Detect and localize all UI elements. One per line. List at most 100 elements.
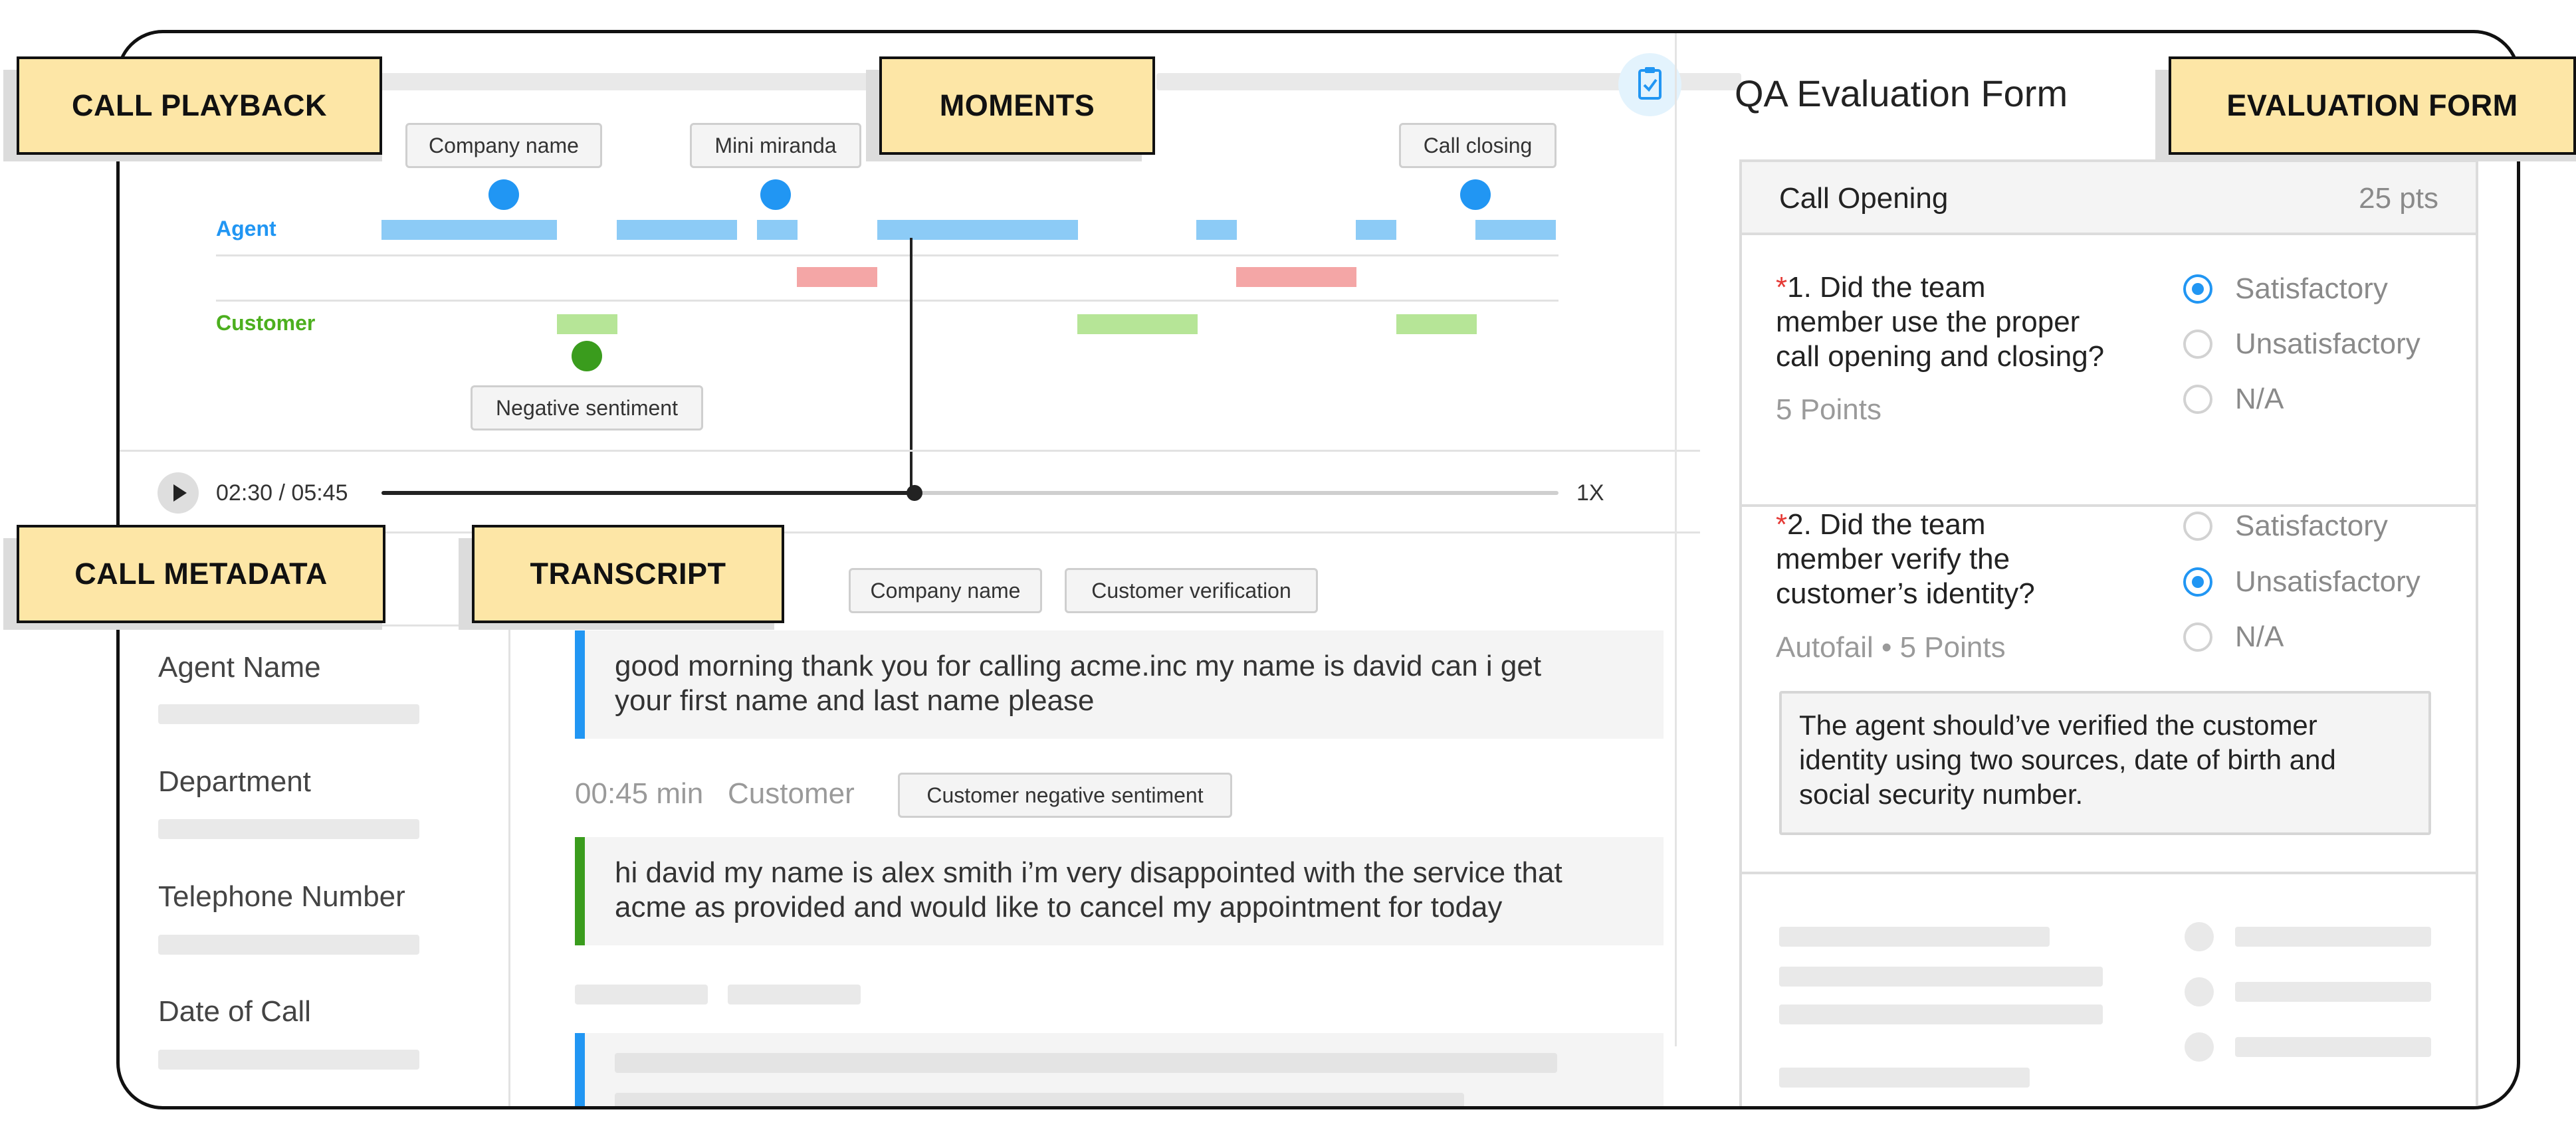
metadata-value-placeholder <box>158 935 419 955</box>
agent-speech-segment <box>617 220 737 240</box>
agent-indicator-bar <box>575 630 585 739</box>
section-title: Call Opening <box>1779 182 1949 215</box>
placeholder-meta-line <box>1779 1068 2030 1088</box>
transcript-line: acme as provided and would like to cance… <box>615 891 1503 923</box>
q2-label-satisfactory[interactable]: Satisfactory <box>2235 510 2388 542</box>
transcript-tag-negative-sentiment[interactable]: Customer negative sentiment <box>898 773 1232 818</box>
moment-marker[interactable] <box>1460 179 1491 210</box>
customer-speech-segment <box>557 314 617 334</box>
question-line: customer’s identity? <box>1776 577 2035 610</box>
question-line: member verify the <box>1776 543 2010 575</box>
moment-marker[interactable] <box>760 179 791 210</box>
required-marker: * <box>1776 508 1788 541</box>
q1-radio-satisfactory[interactable] <box>2183 274 2212 304</box>
placeholder-option <box>2235 982 2431 1002</box>
playhead-line[interactable] <box>910 238 912 493</box>
transcript-tag-company-name[interactable]: Company name <box>849 568 1042 613</box>
question-divider <box>1742 504 2476 507</box>
app-window: Company name Mini miranda Call closing N… <box>116 30 2520 1109</box>
form-divider <box>1675 33 1677 1046</box>
metadata-value-placeholder <box>158 819 419 839</box>
playback-speed[interactable]: 1X <box>1576 480 1604 506</box>
transcript-text: good morning thank you for calling acme.… <box>615 649 1541 718</box>
transcript-line: good morning thank you for calling acme.… <box>615 650 1542 682</box>
track-divider <box>216 254 1558 256</box>
metadata-divider <box>508 531 510 1106</box>
agent-speech-segment <box>1475 220 1556 240</box>
question-divider <box>1742 872 2476 874</box>
placeholder-option <box>2235 927 2431 947</box>
play-button[interactable] <box>158 472 199 514</box>
sentiment-marker[interactable] <box>572 341 602 371</box>
q1-radio-na[interactable] <box>2183 385 2212 414</box>
question-line: call opening and closing? <box>1776 340 2105 373</box>
agent-speech-segment <box>757 220 798 240</box>
transcript-entry-customer: hi david my name is alex smith i’m very … <box>575 837 1664 945</box>
q1-radio-unsatisfactory[interactable] <box>2183 330 2212 359</box>
moment-chip-company-name[interactable]: Company name <box>405 123 602 168</box>
placeholder-question-line <box>1779 927 2050 947</box>
metadata-label-date-of-call: Date of Call <box>158 995 311 1028</box>
q1-label-satisfactory[interactable]: Satisfactory <box>2235 272 2388 305</box>
metadata-value-placeholder <box>158 1050 419 1070</box>
question-2-points: Autofail • 5 Points <box>1776 631 2006 664</box>
customer-speech-segment <box>1396 314 1477 334</box>
section-divider <box>120 531 1700 533</box>
transcript-line: your first name and last name please <box>615 684 1095 717</box>
section-points: 25 pts <box>2359 182 2438 215</box>
transcript-speaker: Customer <box>728 777 855 810</box>
callout-call-playback: CALL PLAYBACK <box>17 56 382 155</box>
q2-label-na[interactable]: N/A <box>2235 620 2284 653</box>
placeholder-radio <box>2185 1032 2214 1062</box>
question-line-text: 1. Did the team <box>1787 271 1986 304</box>
callout-evaluation-form: EVALUATION FORM <box>2169 56 2576 155</box>
silence-segment <box>1236 267 1356 287</box>
q2-radio-unsatisfactory[interactable] <box>2183 567 2212 597</box>
placeholder-speaker <box>728 985 861 1004</box>
scrubber-track[interactable] <box>381 485 1558 501</box>
metadata-value-placeholder <box>158 704 419 724</box>
customer-indicator-bar <box>575 837 585 945</box>
moment-chip-mini-miranda[interactable]: Mini miranda <box>690 123 861 168</box>
comment-line: social security number. <box>1799 779 2084 810</box>
agent-speech-segment <box>381 220 557 240</box>
scrubber-handle[interactable] <box>907 485 922 501</box>
transcript-entry-placeholder <box>575 1033 1664 1106</box>
metadata-label-telephone: Telephone Number <box>158 880 405 913</box>
placeholder-title <box>376 73 917 90</box>
placeholder-option <box>2235 1037 2431 1057</box>
track-divider <box>216 300 1558 302</box>
q2-label-unsatisfactory[interactable]: Unsatisfactory <box>2235 565 2420 598</box>
q2-comment-field[interactable]: The agent should’ve verified the custome… <box>1779 691 2431 835</box>
q1-label-na[interactable]: N/A <box>2235 383 2284 415</box>
playback-time: 02:30 / 05:45 <box>216 480 348 506</box>
callout-transcript: TRANSCRIPT <box>472 525 784 623</box>
transcript-entry-agent: good morning thank you for calling acme.… <box>575 630 1664 739</box>
moment-marker[interactable] <box>488 179 519 210</box>
placeholder-radio <box>2185 922 2214 951</box>
agent-indicator-bar <box>575 1033 585 1106</box>
clipboard-check-icon[interactable] <box>1618 53 1681 116</box>
form-title: QA Evaluation Form <box>1735 72 2068 114</box>
comment-line: The agent should’ve verified the custome… <box>1799 710 2317 741</box>
callout-call-metadata: CALL METADATA <box>17 525 385 623</box>
moment-chip-negative-sentiment[interactable]: Negative sentiment <box>471 385 703 430</box>
transcript-timestamp: 00:45 min <box>575 777 704 810</box>
q2-radio-satisfactory[interactable] <box>2183 512 2212 541</box>
playback-divider <box>120 450 1700 452</box>
placeholder-timestamp <box>575 985 708 1004</box>
silence-segment <box>797 267 877 287</box>
play-icon <box>173 484 187 502</box>
question-line: *1. Did the team <box>1776 270 2104 305</box>
agent-track-label: Agent <box>216 217 276 240</box>
customer-track-label: Customer <box>216 311 316 335</box>
transcript-line: hi david my name is alex smith i’m very … <box>615 856 1562 889</box>
section-header[interactable]: Call Opening 25 pts <box>1742 162 2476 235</box>
required-marker: * <box>1776 271 1788 304</box>
customer-speech-segment <box>1077 314 1198 334</box>
q2-radio-na[interactable] <box>2183 622 2212 652</box>
transcript-tag-customer-verification[interactable]: Customer verification <box>1065 568 1318 613</box>
moment-chip-call-closing[interactable]: Call closing <box>1399 123 1556 168</box>
agent-speech-segment <box>877 220 1078 240</box>
q1-label-unsatisfactory[interactable]: Unsatisfactory <box>2235 328 2420 360</box>
